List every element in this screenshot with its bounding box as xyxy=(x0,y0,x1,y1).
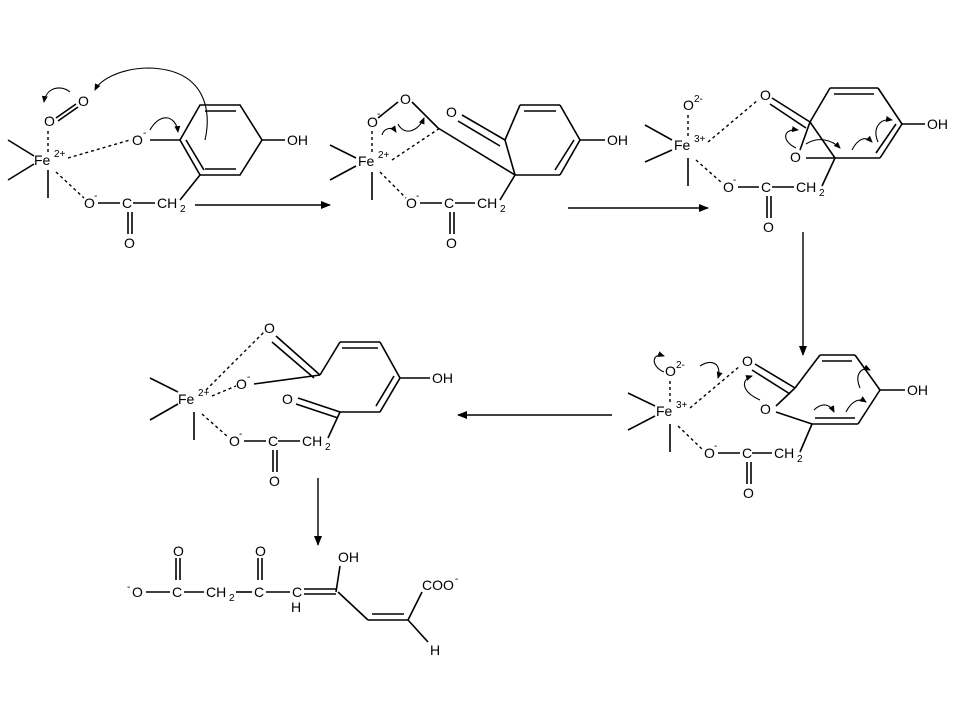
ch2-sub: 2 xyxy=(325,442,331,453)
fe-charge: 3+ xyxy=(676,400,688,411)
o-label: O xyxy=(683,97,694,113)
structure-2-peroxo-intermediate: Fe 2+ O - O O OH CH 2 C O O - xyxy=(329,91,628,251)
o-label: O xyxy=(132,132,143,148)
fe-label: Fe xyxy=(34,152,51,168)
o-label: O xyxy=(264,320,275,336)
coo-label: COO xyxy=(422,577,454,593)
fe-label: Fe xyxy=(656,403,673,419)
o-charge: - xyxy=(377,109,380,120)
o-label: O xyxy=(78,93,89,109)
oh-label: OH xyxy=(338,549,359,565)
structure-1-fe2-dioxygen-complex: Fe 2+ O O O - OH CH 2 C O O - xyxy=(7,67,308,251)
o-label: O xyxy=(760,401,771,417)
o-label: O xyxy=(269,473,280,489)
o-label: O xyxy=(406,195,417,211)
o-label: O xyxy=(446,104,457,120)
ch2-label: CH xyxy=(302,433,322,449)
h-label: H xyxy=(291,599,301,615)
o-label: O xyxy=(173,543,184,559)
ch2-sub: 2 xyxy=(797,454,803,465)
o-label: O xyxy=(367,114,378,130)
ch2-label: CH xyxy=(206,584,226,600)
o-charge: - xyxy=(416,191,419,202)
structure-5-ring-opened-fe2-complex: Fe 2+ O O - OH O CH 2 C O O - xyxy=(149,320,453,489)
ch2-sub: 2 xyxy=(229,593,235,604)
o-label: O xyxy=(743,485,754,501)
o-label: O xyxy=(124,235,135,251)
o-label: O xyxy=(760,87,771,103)
o-label: O xyxy=(790,149,801,165)
c-label: C xyxy=(742,445,752,461)
fe-label: Fe xyxy=(178,391,195,407)
h-label: H xyxy=(430,642,440,658)
c-label: C xyxy=(268,433,278,449)
c-label: C xyxy=(254,584,264,600)
o-charge: - xyxy=(733,175,736,186)
o-label: O xyxy=(282,391,293,407)
o-charge: - xyxy=(94,191,97,202)
coo-charge: - xyxy=(455,574,458,585)
product-ring-cleavage: - O C O CH 2 C O C H OH COO - H xyxy=(127,543,458,658)
o-label: O xyxy=(255,543,266,559)
o-charge: 2- xyxy=(694,94,703,105)
c-label: C xyxy=(761,179,771,195)
o-label: O xyxy=(44,113,55,129)
fe-charge: 3+ xyxy=(694,134,706,145)
ch2-sub: 2 xyxy=(819,188,825,199)
ch2-label: CH xyxy=(796,179,816,195)
structure-4-ring-expansion: Fe 3+ O 2- O O OH CH 2 C O O - xyxy=(627,351,928,501)
o-label: O xyxy=(84,195,95,211)
o-label: O xyxy=(704,445,715,461)
o-label: O xyxy=(763,219,774,235)
o-label: O xyxy=(742,353,753,369)
ch2-sub: 2 xyxy=(180,204,186,215)
o-label: O xyxy=(446,235,457,251)
fe-label: Fe xyxy=(358,153,375,169)
ch2-label: CH xyxy=(774,445,794,461)
oh-label: OH xyxy=(607,132,628,148)
oh-label: OH xyxy=(287,132,308,148)
c-label: C xyxy=(172,584,182,600)
o-label: O xyxy=(132,584,143,600)
ch2-label: CH xyxy=(477,195,497,211)
o-charge: - xyxy=(247,372,250,383)
o-label: O xyxy=(723,179,734,195)
structure-3-fe3-epoxide: Fe 3+ O 2- O O OH CH 2 C O O - xyxy=(644,87,948,235)
o-charge: - xyxy=(143,128,146,139)
fe-charge: 2+ xyxy=(378,150,390,161)
o-label: O xyxy=(236,376,247,392)
ch2-label: CH xyxy=(157,195,177,211)
o-charge: - xyxy=(127,582,130,593)
o-label: O xyxy=(665,363,676,379)
fe-charge: 2+ xyxy=(198,388,210,399)
o-charge: 2- xyxy=(676,360,685,371)
o-label: O xyxy=(229,433,240,449)
c-label: C xyxy=(122,195,132,211)
oh-label: OH xyxy=(927,116,948,132)
fe-charge: 2+ xyxy=(54,149,66,160)
ch2-sub: 2 xyxy=(500,204,506,215)
oh-label: OH xyxy=(907,382,928,398)
fe-label: Fe xyxy=(674,137,691,153)
oh-label: OH xyxy=(432,370,453,386)
c-label: C xyxy=(292,584,302,600)
o-charge: - xyxy=(714,441,717,452)
o-charge: - xyxy=(239,429,242,440)
c-label: C xyxy=(444,195,454,211)
o-label: O xyxy=(400,91,411,107)
